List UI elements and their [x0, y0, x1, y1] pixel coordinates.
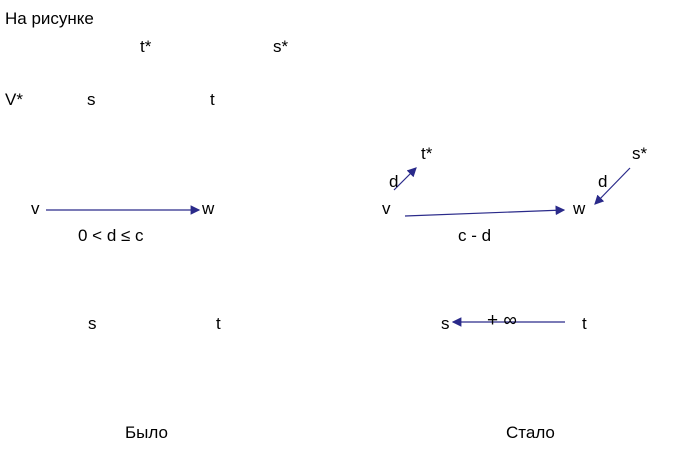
header-title: На рисунке [5, 9, 94, 28]
after-caption: Стало [506, 423, 555, 442]
v-star-label: V* [5, 90, 23, 109]
top-s-star: s* [273, 37, 289, 56]
after-node-s: s [441, 314, 450, 333]
after-node-t: t [582, 314, 587, 333]
before-node-w: w [202, 199, 215, 218]
second-row-s: s [87, 90, 96, 109]
after-node-w: w [573, 199, 586, 218]
before-node-s: s [88, 314, 97, 333]
before-node-v: v [31, 199, 40, 218]
before-node-t: t [216, 314, 221, 333]
after-edge-v-tstar [393, 167, 417, 191]
before-edge-label: 0 < d ≤ c [78, 226, 144, 245]
before-caption: Было [125, 423, 168, 442]
after-label-d-left: d [389, 172, 399, 191]
after-edge-sstar-w [594, 167, 631, 205]
top-t-star: t* [140, 37, 152, 56]
after-node-v: v [382, 199, 391, 218]
after-node-t-star: t* [421, 144, 433, 163]
after-node-s-star: s* [632, 144, 648, 163]
after-inf-label: + ∞ [487, 310, 517, 331]
second-row-t: t [210, 90, 215, 109]
after-label-d-right: d [598, 172, 608, 191]
after-edge-v-w [404, 205, 566, 217]
after-edge-label: c - d [458, 226, 492, 245]
